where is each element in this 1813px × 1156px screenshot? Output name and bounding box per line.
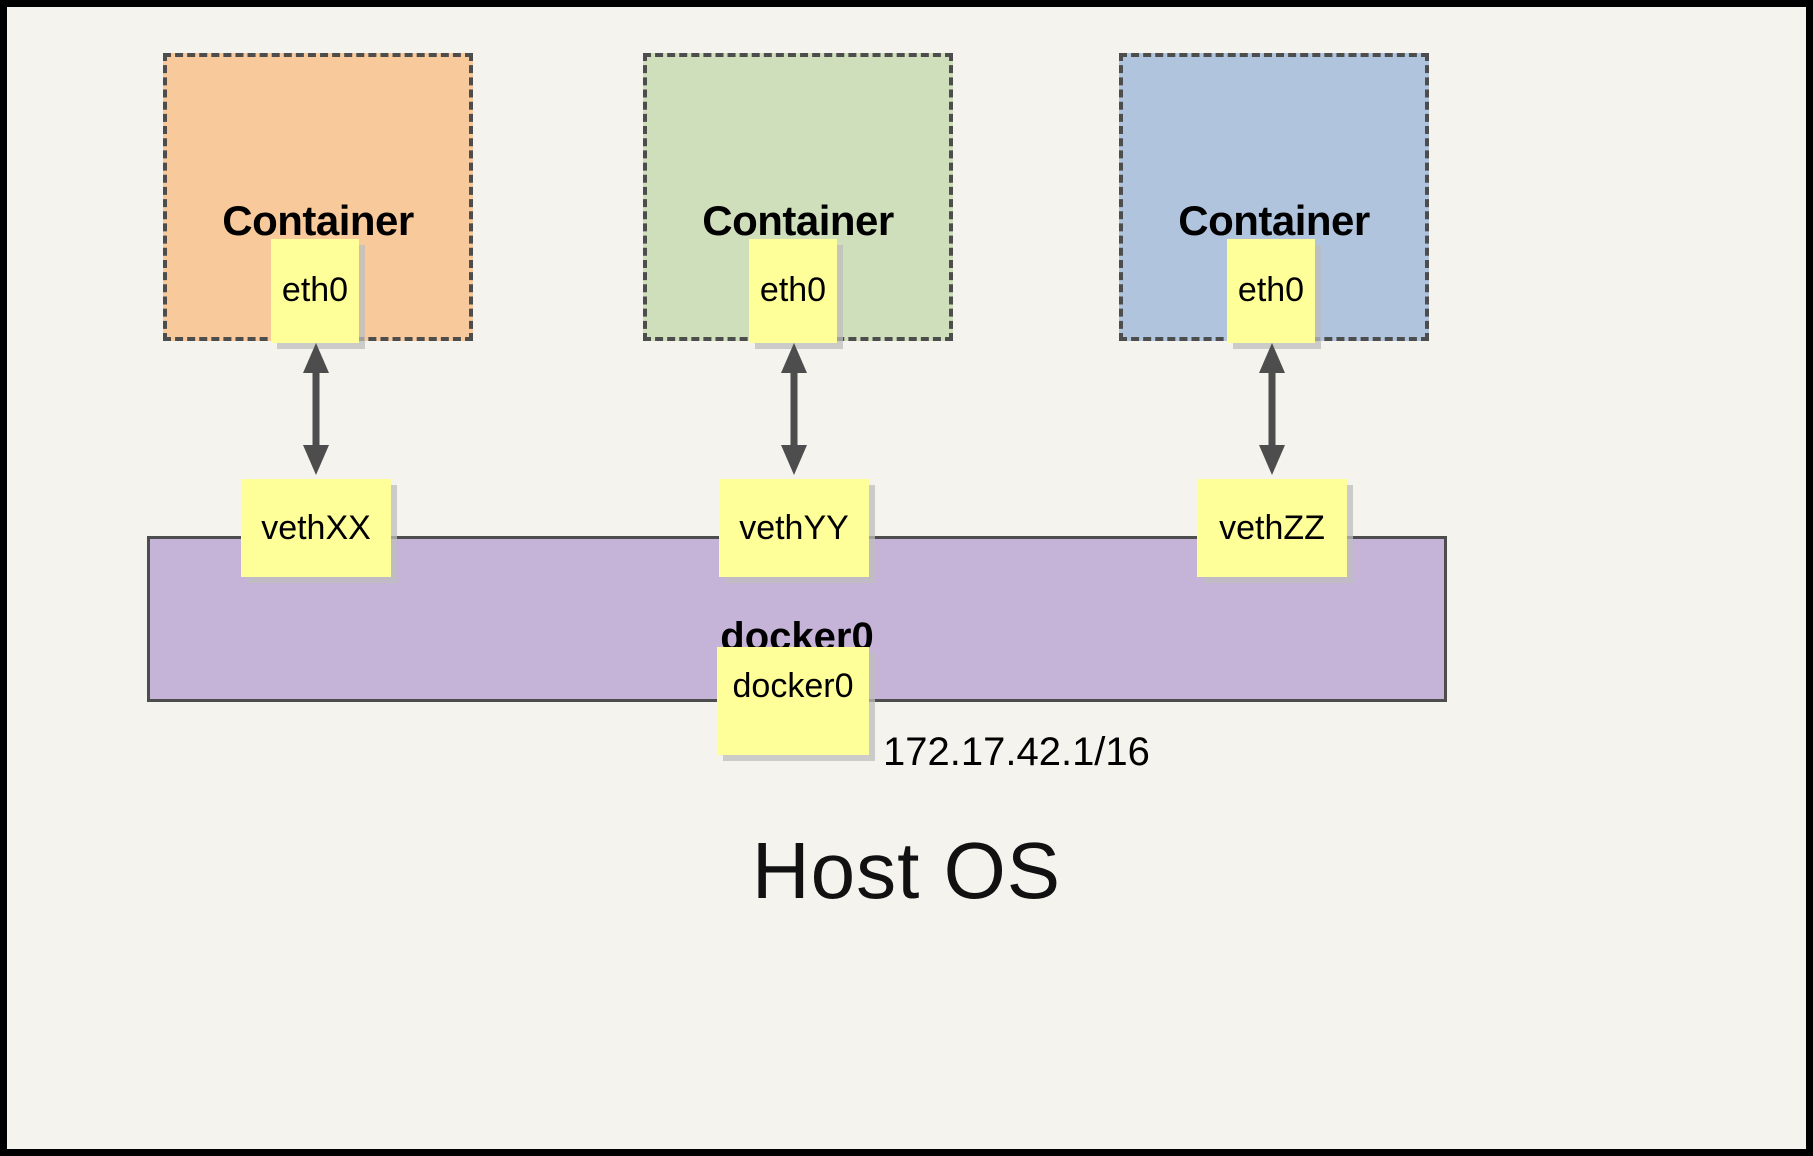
container-title-2: Container <box>702 197 894 244</box>
veth-note-3: vethZZ <box>1197 479 1347 577</box>
veth-link-arrow-3 <box>1259 343 1285 475</box>
docker0-tag-label: docker0 <box>732 667 854 705</box>
eth0-label-2: eth0 <box>759 271 827 309</box>
eth0-note-1: eth0 <box>271 239 359 343</box>
host-os-label: Host OS <box>751 826 1062 915</box>
eth0-note-2: eth0 <box>749 239 837 343</box>
veth-label-3: vethZZ <box>1219 509 1325 547</box>
eth0-label-1: eth0 <box>281 271 349 309</box>
docker0-ip-label: 172.17.42.1/16 <box>883 730 1150 774</box>
container-title-3: Container <box>1178 197 1370 244</box>
veth-label-1: vethXX <box>261 509 371 547</box>
veth-note-2: vethYY <box>719 479 869 577</box>
eth0-label-3: eth0 <box>1237 271 1305 309</box>
container-title-1: Container <box>222 197 414 244</box>
veth-label-2: vethYY <box>739 509 849 547</box>
eth0-note-3: eth0 <box>1227 239 1315 343</box>
veth-link-arrow-1 <box>303 343 329 475</box>
veth-link-arrow-2 <box>781 343 807 475</box>
diagram-canvas: Container Container Container eth0 eth0 … <box>7 7 1806 1149</box>
veth-note-1: vethXX <box>241 479 391 577</box>
docker0-tag-note: docker0 <box>717 647 869 755</box>
